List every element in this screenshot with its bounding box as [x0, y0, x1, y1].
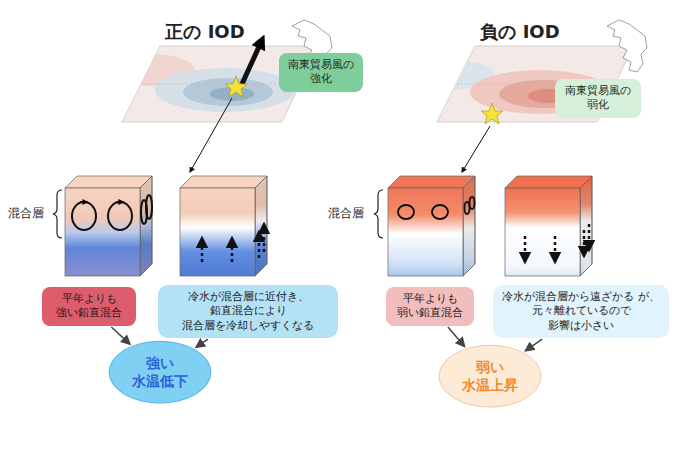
- process-box: 冷水が混合層に近付き、 鉛直混合により 混合層を冷却しやすくなる: [158, 285, 338, 338]
- upwelling-arrows: [202, 224, 264, 262]
- ocean-cube: [180, 176, 267, 276]
- ocean-cube: [505, 176, 592, 276]
- flow-arrow: [448, 327, 464, 346]
- node-text: 弱い 水温上昇: [455, 358, 525, 394]
- flow-arrow: [526, 339, 542, 351]
- bracket: [53, 190, 62, 238]
- wind-callout: 南東貿易風の 弱化: [555, 79, 641, 118]
- panel-title: 正の IOD: [165, 20, 244, 44]
- bracket: [374, 190, 383, 238]
- result-ellipse: 弱い 水温上昇: [438, 344, 542, 408]
- ocean-map: [105, 20, 332, 172]
- panel-title: 負の IOD: [480, 20, 559, 44]
- node-text: 南東貿易風の 強化: [285, 58, 357, 87]
- ellipse-shape: [109, 341, 211, 403]
- layer-label: 混合層: [8, 205, 44, 222]
- result-ellipse: 強い 水温低下: [108, 340, 212, 404]
- downwelling-arrows: [525, 224, 589, 262]
- node-text: 南東貿易風の 弱化: [561, 84, 635, 113]
- process-box: 平年よりも 強い鉛直混合: [42, 287, 136, 326]
- layer-label: 混合層: [328, 205, 364, 222]
- ocean-map: [415, 20, 647, 172]
- mixing-eddies: [398, 197, 475, 219]
- ellipse-outline: [438, 344, 542, 408]
- node-text: 強い 水温低下: [125, 354, 195, 390]
- node-text: 冷水が混合層に近付き、 鉛直混合により 混合層を冷却しやすくなる: [164, 290, 332, 333]
- ocean-cube: [65, 176, 152, 276]
- ellipse-outline: [108, 340, 212, 404]
- wind-callout: 南東貿易風の 強化: [279, 53, 363, 92]
- node-text: 冷水が混合層から遠ざかる が、元々離れているので 影響は小さい: [499, 290, 663, 333]
- process-box: 冷水が混合層から遠ざかる が、元々離れているので 影響は小さい: [493, 285, 669, 338]
- process-box: 平年よりも 弱い鉛直混合: [386, 287, 474, 326]
- ocean-cube: [388, 176, 475, 276]
- ellipse-shape: [439, 345, 541, 407]
- mixing-eddies: [72, 195, 152, 230]
- flow-arrow: [196, 339, 207, 347]
- flow-arrow: [111, 327, 129, 344]
- node-text: 平年よりも 強い鉛直混合: [48, 292, 130, 321]
- node-text: 平年よりも 弱い鉛直混合: [392, 292, 468, 321]
